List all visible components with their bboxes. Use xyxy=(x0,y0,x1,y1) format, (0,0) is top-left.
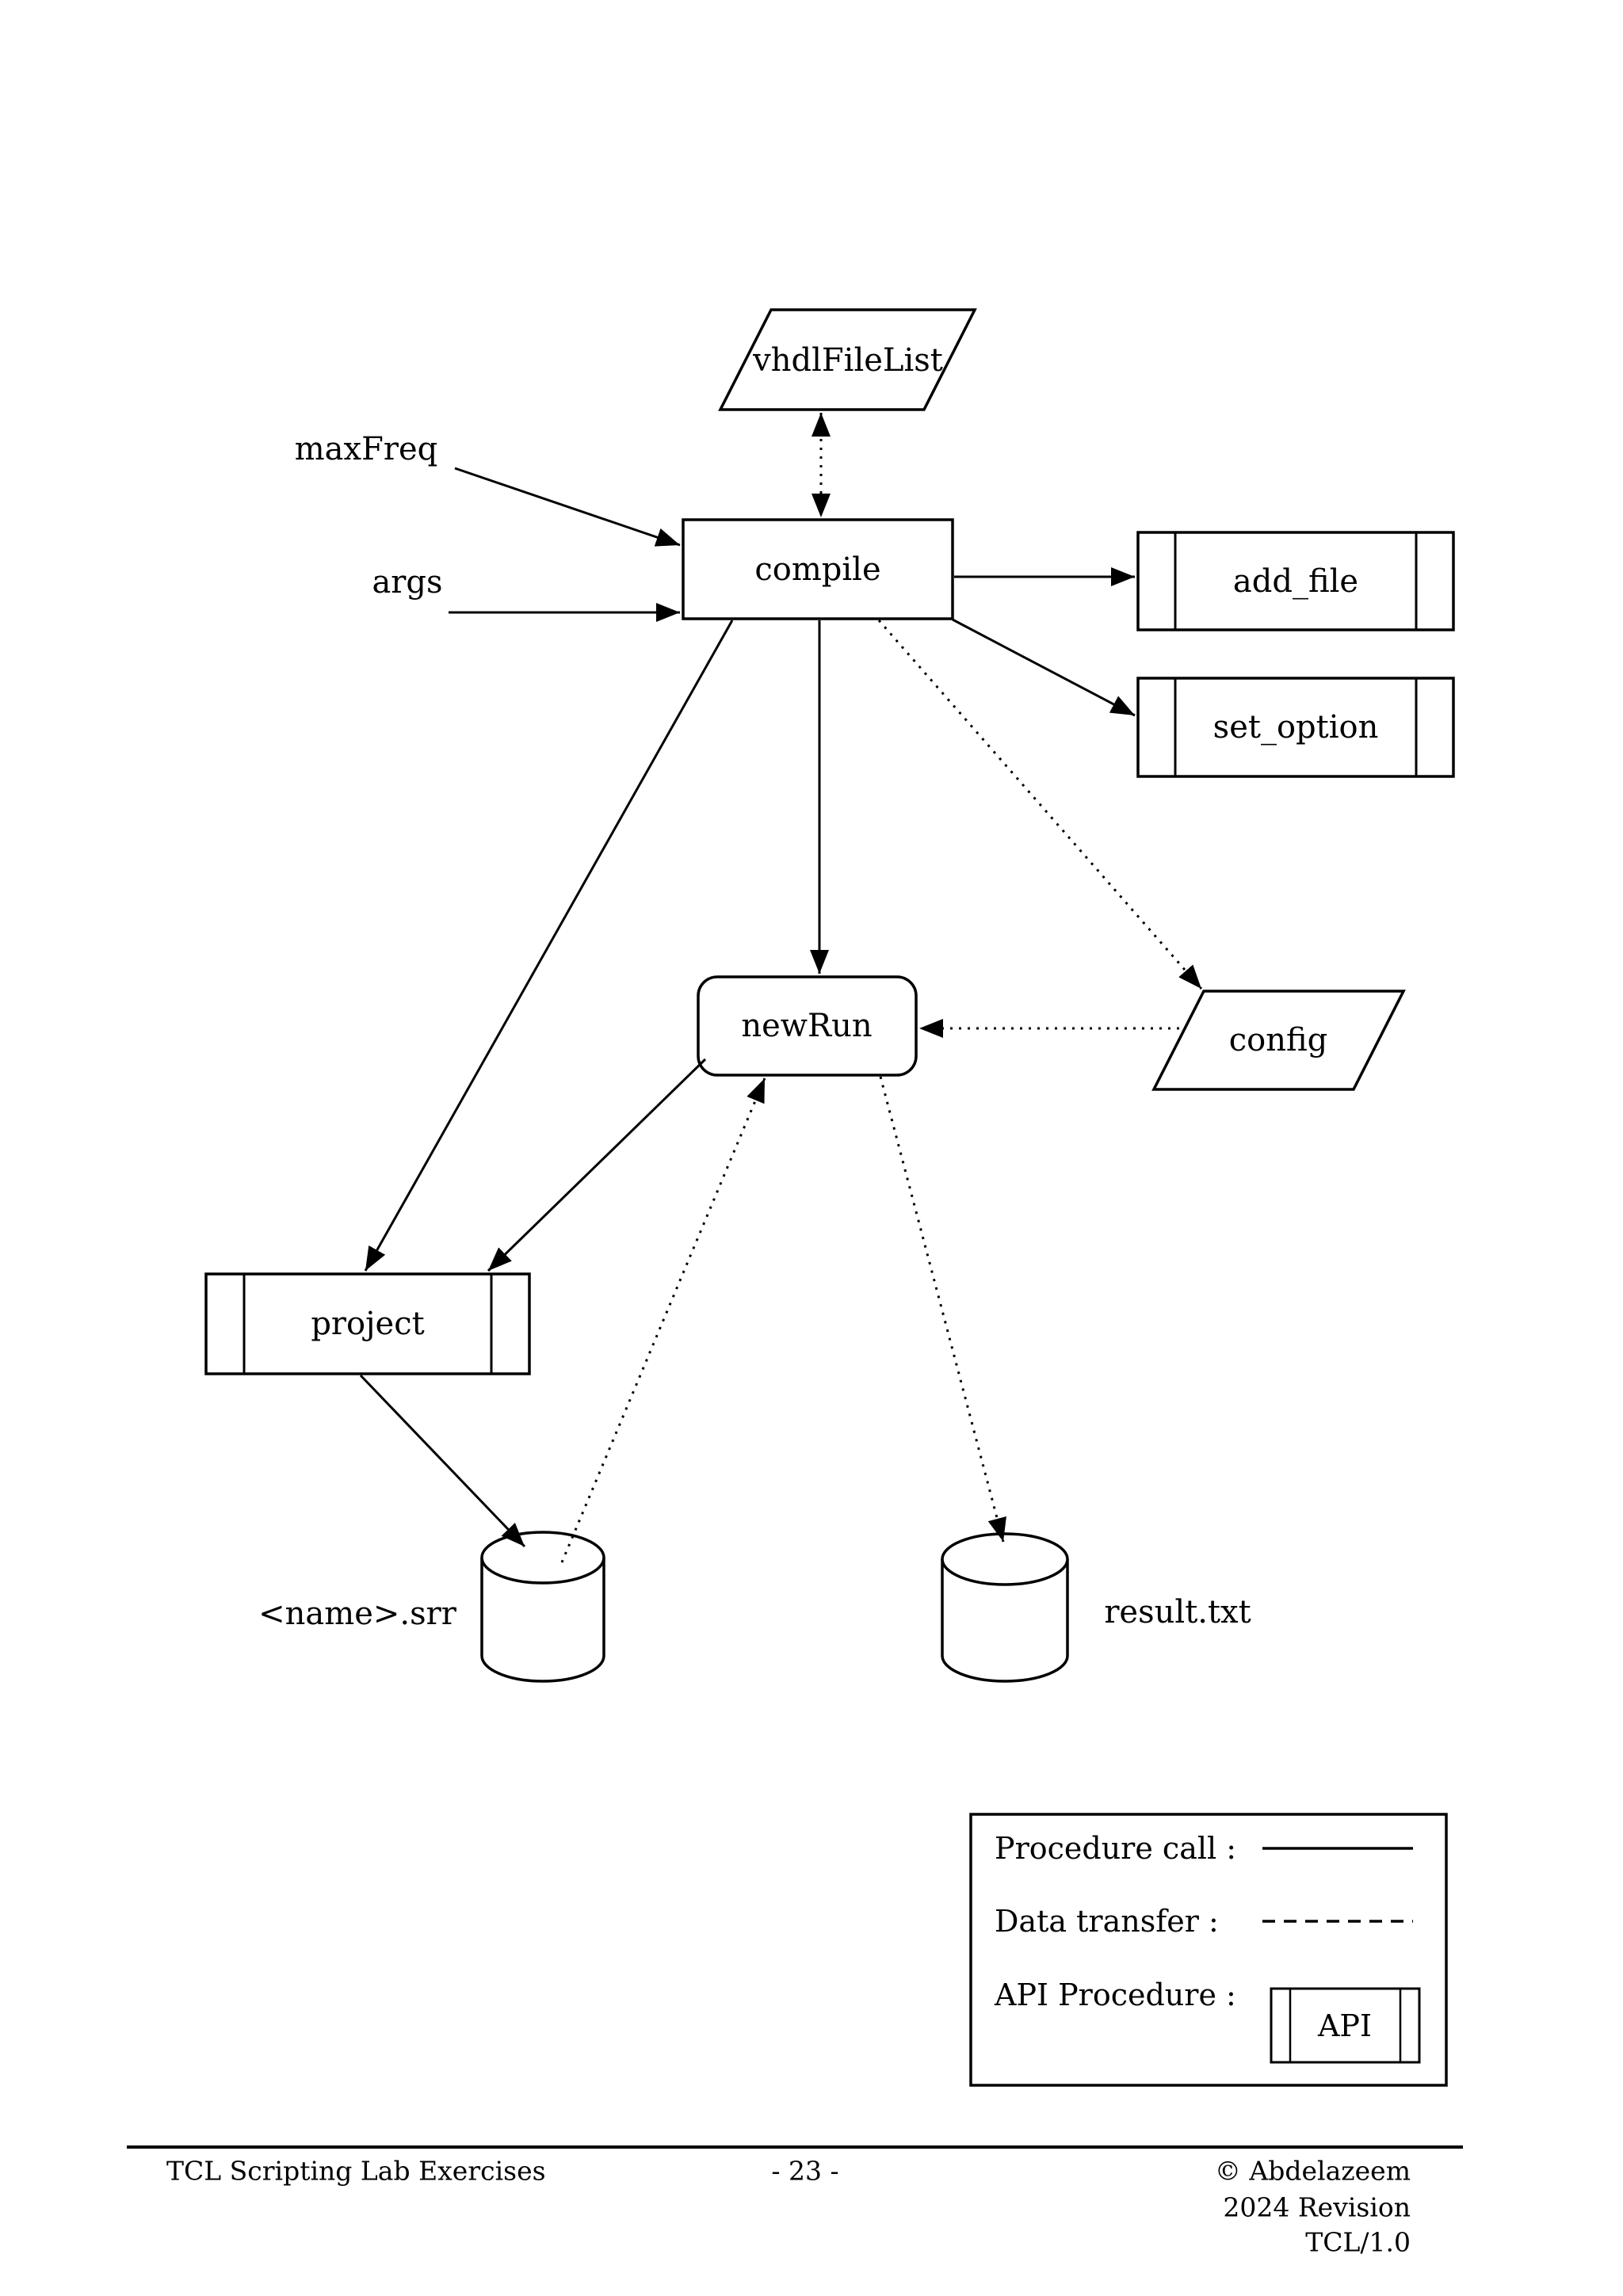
setoption-node-label: set_option xyxy=(1212,709,1379,746)
addfile-node-label: add_file xyxy=(1232,563,1359,600)
legend-api-box-sample xyxy=(1270,1987,1421,2064)
setoption-node-shape xyxy=(1136,677,1455,778)
arrow-compile-to-setoption xyxy=(952,618,1136,717)
newrun-node-shape xyxy=(697,975,918,1077)
legend-procedure-call-label: Procedure call : xyxy=(995,1831,1237,1866)
footer-document-title: TCL Scripting Lab Exercises xyxy=(166,2155,546,2187)
maxfreq-input-label: maxFreq xyxy=(294,431,438,467)
legend-data-transfer-label: Data transfer : xyxy=(995,1904,1219,1939)
arrow-compile-to-project xyxy=(364,620,734,1272)
config-node-label: config xyxy=(1228,1022,1328,1058)
footer-copyright: © Abdelazeem xyxy=(1214,2155,1411,2187)
project-node-shape xyxy=(204,1272,531,1375)
footer-revision: 2024 Revision xyxy=(1223,2191,1411,2223)
compile-node-shape xyxy=(682,518,954,620)
project-node-label: project xyxy=(311,1306,425,1342)
legend-api-procedure-label: API Procedure : xyxy=(995,1978,1236,2012)
result-file-label: result.txt xyxy=(1104,1594,1251,1630)
args-input-label: args xyxy=(372,564,443,601)
arrow-compile-to-config-data xyxy=(877,620,1203,990)
config-node-shape xyxy=(1151,990,1406,1091)
arrow-newrun-to-result-data xyxy=(879,1076,1006,1543)
arrow-srr-to-newrun-data xyxy=(560,1077,766,1563)
result-datastore-shape xyxy=(941,1532,1069,1683)
srr-datastore-shape xyxy=(480,1531,605,1683)
arrow-newrun-to-project xyxy=(487,1058,707,1272)
vhdlfilelist-node-label: vhdlFileList xyxy=(753,342,943,379)
footer-rule xyxy=(127,2145,1463,2149)
arrow-project-to-srr xyxy=(359,1374,526,1548)
addfile-node-shape xyxy=(1136,531,1455,631)
newrun-node-label: newRun xyxy=(741,1008,873,1044)
footer-page-number: - 23 - xyxy=(771,2155,839,2187)
vhdlfilelist-node-shape xyxy=(718,308,977,411)
arrow-maxfreq-to-compile xyxy=(454,467,681,547)
legend-api-box-label: API xyxy=(1317,2008,1373,2043)
srr-file-label: <name>.srr xyxy=(258,1596,456,1632)
compile-node-label: compile xyxy=(754,551,881,588)
footer-version: TCL/1.0 xyxy=(1305,2226,1411,2258)
legend-box xyxy=(969,1813,1448,2087)
